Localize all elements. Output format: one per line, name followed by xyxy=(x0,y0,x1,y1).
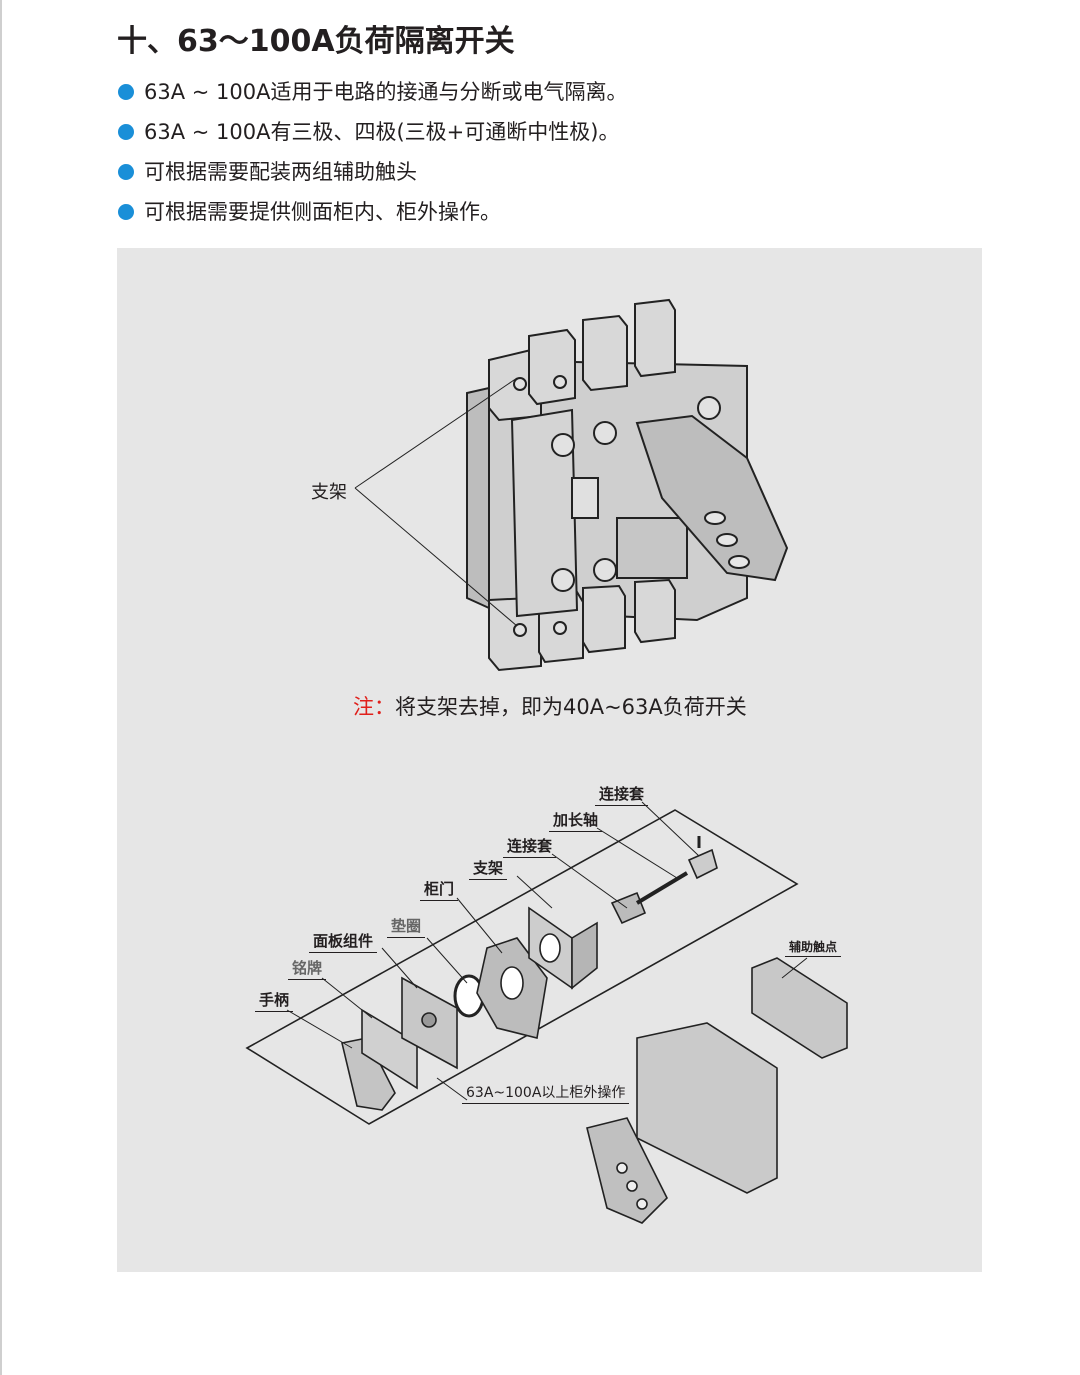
label-extension-shaft: 加长轴 xyxy=(549,809,603,832)
bracket-leaders xyxy=(354,377,518,627)
list-item: 可根据需要配装两组辅助触头 xyxy=(118,152,627,192)
label-handle: 手柄 xyxy=(255,989,294,1012)
list-item-text: 63A ~ 100A适用于电路的接通与分断或电气隔离。 xyxy=(144,80,628,104)
list-item-text: 可根据需要配装两组辅助触头 xyxy=(144,160,417,184)
list-item: 可根据需要提供侧面柜内、柜外操作。 xyxy=(118,192,627,232)
list-item-text: 63A ~ 100A有三极、四极(三极+可通断中性极)。 xyxy=(144,120,620,144)
bullet-icon xyxy=(118,124,134,140)
bullet-icon xyxy=(118,164,134,180)
label-external-operation: 63A~100A以上柜外操作 xyxy=(462,1082,630,1104)
page-title: 十、63～100A负荷隔离开关 xyxy=(117,24,515,59)
exploded-view xyxy=(245,809,848,1224)
list-item: 63A ~ 100A适用于电路的接通与分断或电气隔离。 xyxy=(118,72,627,112)
label-coupler-top: 连接套 xyxy=(595,783,649,806)
feature-list: 63A ~ 100A适用于电路的接通与分断或电气隔离。 63A ~ 100A有三… xyxy=(118,72,627,232)
switch-body xyxy=(466,298,789,672)
label-panel-assembly: 面板组件 xyxy=(309,930,378,953)
label-aux-contact: 辅助触点 xyxy=(785,938,842,957)
label-bracket: 支架 xyxy=(469,857,508,880)
exploded-leaders xyxy=(286,801,808,1101)
figure-note: 注：将支架去掉，即为40A~63A负荷开关 xyxy=(353,691,747,721)
note-prefix: 注： xyxy=(353,695,395,719)
label-cabinet-door: 柜门 xyxy=(420,878,459,901)
page-edge xyxy=(0,0,2,1375)
bullet-icon xyxy=(118,204,134,220)
bracket-label: 支架 xyxy=(311,482,347,503)
figure-panel: 支架 注：将支架去掉，即为40A~63A负荷开关 连接套 加长轴 连接套 支架 … xyxy=(117,248,982,1272)
switch-illustration xyxy=(245,298,848,1224)
label-gasket: 垫圈 xyxy=(387,915,426,938)
label-nameplate: 铭牌 xyxy=(288,957,327,980)
list-item: 63A ~ 100A有三极、四极(三极+可通断中性极)。 xyxy=(118,112,627,152)
label-coupler: 连接套 xyxy=(503,835,557,858)
bullet-icon xyxy=(118,84,134,100)
list-item-text: 可根据需要提供侧面柜内、柜外操作。 xyxy=(144,200,501,224)
note-text: 将支架去掉，即为40A~63A负荷开关 xyxy=(395,695,747,719)
